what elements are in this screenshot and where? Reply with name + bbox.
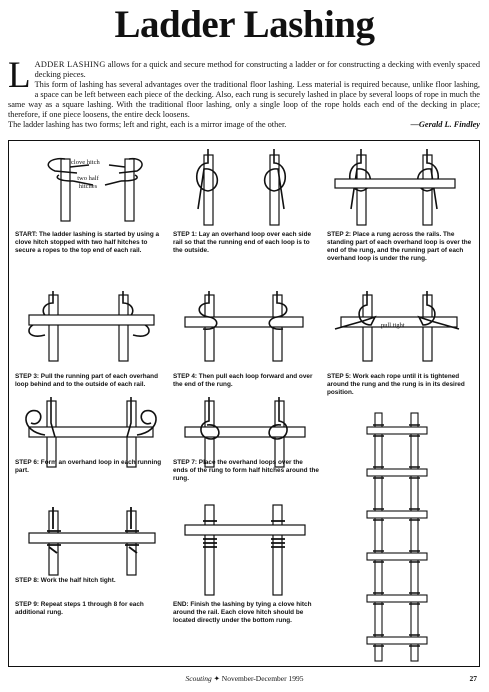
intro-p1-rest: allows for a quick and secure method for… — [34, 60, 480, 79]
step6-illustration — [25, 397, 157, 468]
step2-caption: STEP 2: Place a rung across the rails. T… — [327, 231, 472, 262]
label-pull-tight: pull tight — [381, 322, 405, 329]
byline: —Gerald L. Findley — [410, 120, 480, 129]
step-start-caption: START: The ladder lashing is started by … — [15, 231, 160, 254]
footer-center: Scouting ✦ November-December 1995 — [0, 674, 489, 683]
end-caption: END: Finish the lashing by tying a clove… — [173, 601, 312, 624]
end-illustration — [184, 504, 306, 596]
step4-illustration — [184, 291, 304, 362]
footer-separator: ✦ — [213, 674, 220, 683]
step5-illustration — [334, 291, 460, 362]
intro-lead-term: ADDER LASHING — [34, 60, 106, 69]
footer-issue: November-December 1995 — [221, 674, 304, 683]
intro-p3-text: The ladder lashing has two forms; left a… — [8, 120, 287, 129]
intro-paragraph-1: ADDER LASHING allows for a quick and sec… — [8, 60, 480, 80]
step5-caption: STEP 5: Work each rope until it is tight… — [327, 373, 465, 396]
step1-illustration — [195, 149, 287, 226]
step7-illustration — [184, 397, 306, 468]
step6-caption: STEP 6: Form an overhand loop in each ru… — [15, 459, 162, 474]
page-number: 27 — [469, 674, 478, 683]
page-title: Ladder Lashing — [114, 3, 375, 46]
step8-caption: STEP 8: Work the half hitch tight. — [15, 577, 116, 584]
footer-magazine: Scouting — [185, 674, 212, 683]
start-illustration — [47, 157, 143, 222]
step1-caption: STEP 1: Lay an overhand loop over each s… — [173, 231, 312, 254]
diagram-box: clove hitch two half hitches START: The … — [8, 140, 480, 667]
intro-paragraph-2: This form of lashing has several advanta… — [8, 80, 480, 119]
label-clove-hitch: clove hitch — [71, 159, 100, 166]
intro-paragraph-3: The ladder lashing has two forms; left a… — [8, 120, 480, 130]
step3-caption: STEP 3: Pull the running part of each ov… — [15, 373, 158, 388]
step9-caption: STEP 9: Repeat steps 1 through 8 for eac… — [15, 601, 144, 616]
finished-ladder-illustration — [366, 412, 428, 662]
step3-illustration — [28, 291, 155, 362]
step8-illustration — [28, 507, 156, 576]
intro-text: L ADDER LASHING allows for a quick and s… — [8, 55, 480, 130]
step2-illustration — [334, 149, 456, 226]
drop-cap: L — [8, 55, 31, 96]
step4-caption: STEP 4: Then pull each loop forward and … — [173, 373, 313, 388]
step7-caption: STEP 7: Place the overhand loops over th… — [173, 459, 319, 482]
label-two-half-hitches: two half hitches — [77, 175, 99, 190]
